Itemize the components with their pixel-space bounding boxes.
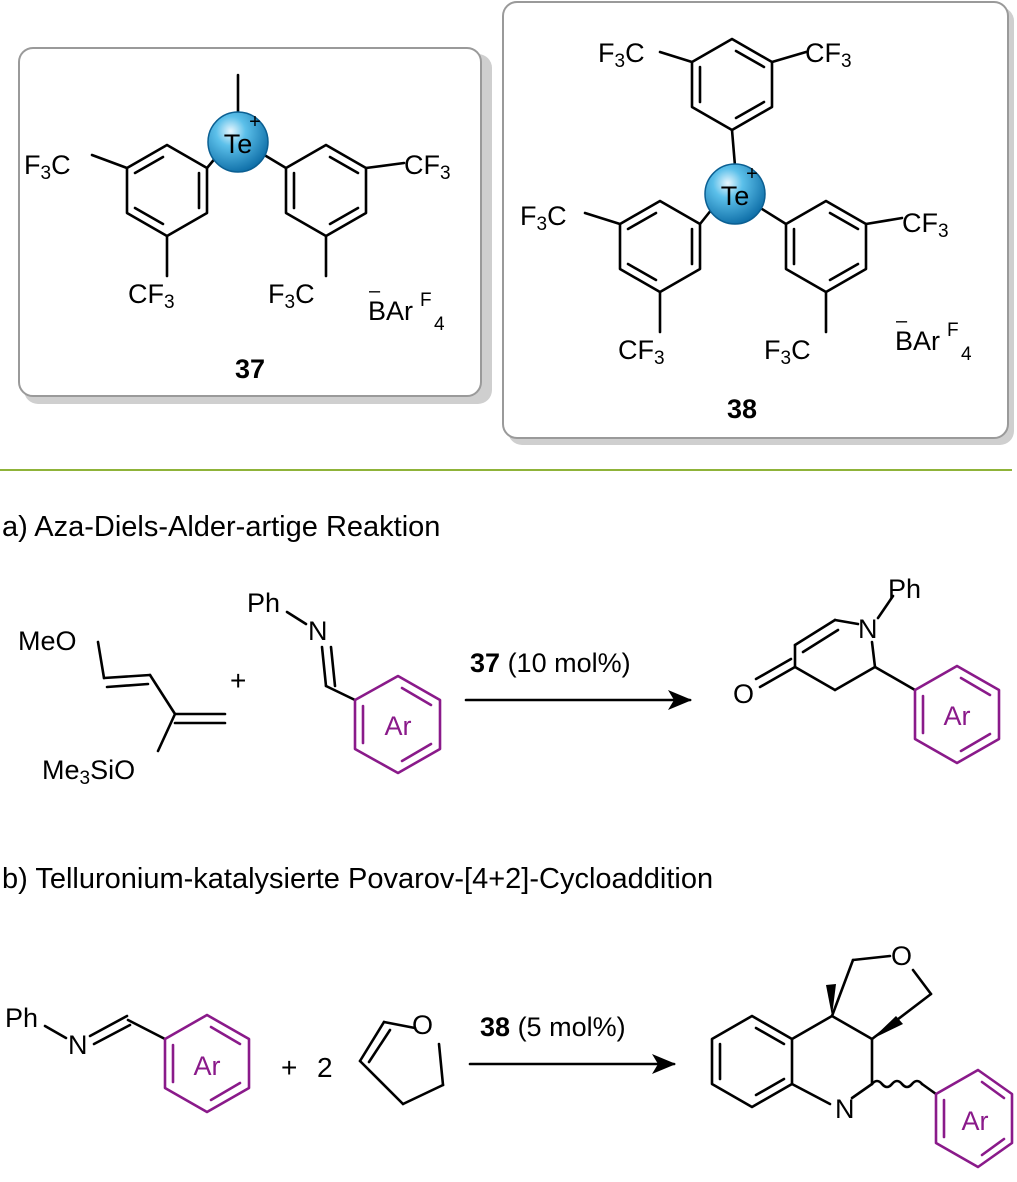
svg-text:4: 4 (434, 314, 445, 335)
svg-text:Ar: Ar (194, 1051, 221, 1081)
svg-text:N: N (835, 1094, 855, 1124)
svg-text:O: O (412, 1010, 433, 1040)
svg-text:+: + (249, 111, 261, 133)
danishefsky-diene: MeO Me3SiO (18, 626, 227, 789)
svg-text:BAr: BAr (895, 326, 940, 356)
svg-text:BAr: BAr (368, 296, 413, 326)
svg-text:F: F (947, 320, 959, 341)
aryl-ring-right (784, 199, 904, 334)
svg-text:N: N (858, 614, 878, 644)
dihydrofuran: O (358, 1010, 445, 1106)
reaction-arrow-a: 37 (10 mol%) (464, 648, 692, 710)
svg-text:MeO: MeO (18, 626, 77, 656)
svg-text:N: N (308, 616, 328, 646)
reaction-arrow-b: 38 (5 mol%) (468, 1012, 676, 1074)
svg-text:O: O (733, 679, 754, 709)
aryl-ring-right (284, 143, 406, 278)
svg-text:Te: Te (224, 129, 253, 159)
svg-text:Ar: Ar (385, 711, 412, 741)
svg-text:4: 4 (961, 344, 972, 365)
svg-text:Ph: Ph (5, 1003, 38, 1033)
svg-text:37 (10 mol%): 37 (10 mol%) (470, 648, 631, 678)
svg-text:N: N (68, 1030, 88, 1060)
imine-a: Ph N Ar (247, 588, 442, 775)
anion-barf4-38: BAr – F 4 (895, 310, 972, 365)
anion-barf4-37: BAr – F 4 (368, 280, 445, 335)
svg-text:Ar: Ar (962, 1106, 989, 1136)
product-b: N O Ar (710, 941, 1014, 1169)
svg-text:Me3SiO: Me3SiO (42, 755, 135, 789)
product-a: N Ph O Ar (733, 574, 1001, 765)
svg-text:38 (5 mol%): 38 (5 mol%) (480, 1012, 626, 1042)
svg-text:+: + (746, 163, 758, 185)
svg-text:Ar: Ar (944, 701, 971, 731)
aryl-ring-left (583, 199, 702, 334)
catalyst-38-panel: Te + F3C CF3 F3C CF3 CF3 F3C BAr – F 4 3… (502, 1, 1014, 445)
svg-text:–: – (369, 280, 381, 302)
equivalents: 2 (317, 1052, 333, 1083)
svg-text:Ph: Ph (247, 588, 280, 618)
plus-sign: + (281, 1052, 297, 1083)
aryl-ring-left (90, 143, 209, 278)
svg-text:F: F (420, 290, 432, 311)
imine-b: Ph N Ar (5, 1003, 251, 1114)
compound-label-37: 37 (235, 354, 265, 384)
compound-label-38: 38 (727, 394, 757, 424)
tellurium-center-37: Te + (207, 111, 269, 173)
section-a-title: a) Aza-Diels-Alder-artige Reaktion (2, 511, 440, 543)
tellurium-center-38: Te + (704, 163, 766, 225)
svg-text:Ph: Ph (888, 574, 921, 604)
plus-sign: + (230, 665, 246, 696)
catalyst-37-panel: Te + F3C CF3 CF3 F3C BAr – F 4 37 (18, 47, 492, 404)
svg-text:O: O (891, 941, 912, 971)
svg-text:–: – (896, 310, 908, 332)
section-b-title: b) Telluronium-katalysierte Povarov-[4+2… (2, 863, 713, 895)
svg-text:Te: Te (721, 181, 750, 211)
aryl-ring-top (658, 37, 808, 168)
